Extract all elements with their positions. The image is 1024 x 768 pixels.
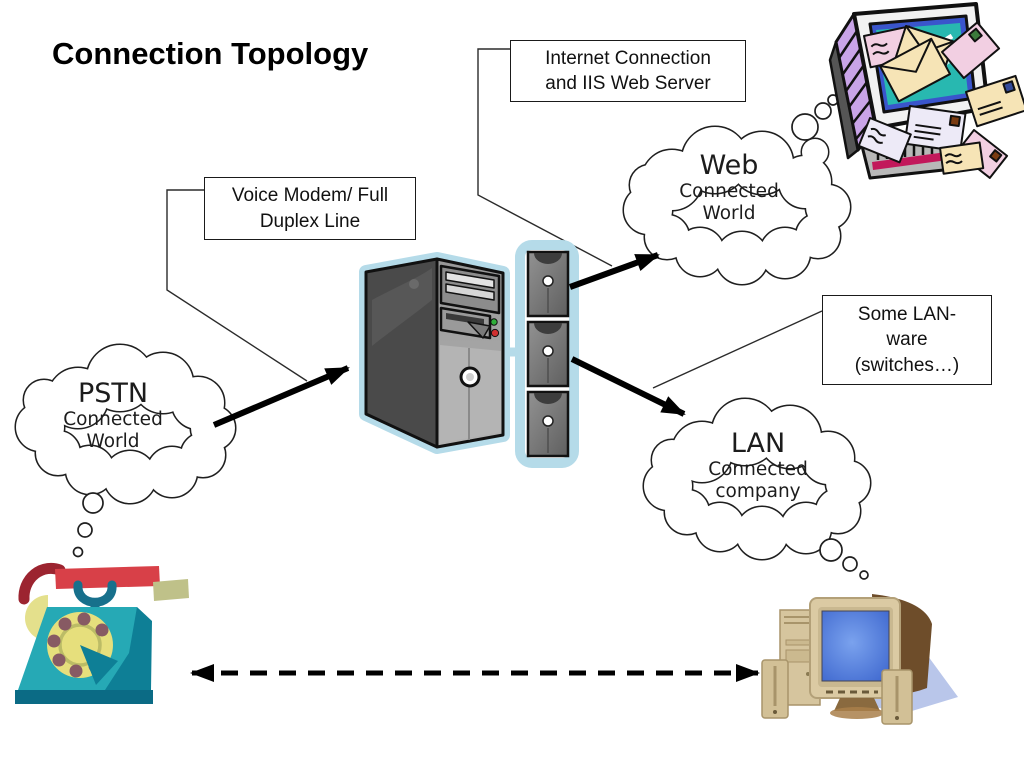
- web-cloud-sub2: World: [702, 202, 756, 224]
- switch-unit-3: [526, 390, 570, 458]
- lan-thought-trail: [819, 538, 869, 580]
- pstn-cloud-sub1: Connected: [63, 409, 163, 431]
- switch-stack-icon: [515, 240, 579, 468]
- pstn-cloud-label: PSTN Connected World: [63, 378, 163, 453]
- internet-callout-box: Internet Connection and IIS Web Server: [510, 40, 746, 102]
- voice-callout-line1: Voice Modem/ Full: [231, 185, 389, 207]
- switch-to-web-arrow: [568, 252, 660, 290]
- rotary-dial: [47, 612, 118, 685]
- switch-unit-1: [526, 250, 570, 318]
- lan-cloud-label: LAN Connected company: [708, 428, 808, 503]
- pstn-to-server-arrow: [212, 365, 350, 428]
- pstn-cloud-sub2: World: [86, 430, 140, 452]
- voice-callout-line: [166, 189, 308, 382]
- page-title: Connection Topology: [52, 36, 369, 71]
- internet-callout-line: [477, 48, 613, 267]
- web-thought-trail: [791, 94, 839, 141]
- lanware-callout-line3: (switches…): [854, 354, 960, 376]
- switch-unit-2: [526, 320, 570, 388]
- internet-callout-line2: and IIS Web Server: [545, 73, 711, 94]
- desktop-computer-icon: [761, 594, 958, 725]
- web-cloud-label: Web Connected World: [679, 150, 779, 225]
- lan-cloud-sub2: company: [715, 480, 801, 502]
- envelopes: [857, 21, 1024, 179]
- lan-cloud-sub1: Connected: [708, 459, 808, 481]
- lanware-callout-line: [652, 310, 823, 389]
- web-cloud-title: Web: [699, 150, 759, 181]
- web-cloud-sub1: Connected: [679, 181, 779, 203]
- voice-modem-callout-box: Voice Modem/ Full Duplex Line: [204, 177, 416, 240]
- server-tower-icon: [359, 252, 510, 454]
- lanware-callout-line1: Some LAN-: [857, 303, 957, 325]
- lanware-callout-line2: ware: [886, 329, 928, 351]
- mail-computer-icon: [828, 2, 1024, 180]
- voice-callout-line2: Duplex Line: [259, 210, 361, 232]
- pstn-cloud-title: PSTN: [77, 378, 149, 409]
- internet-callout-line1: Internet Connection: [545, 47, 711, 69]
- lanware-callout-box: Some LAN- ware (switches…): [822, 295, 992, 385]
- rotary-phone-icon: [15, 562, 189, 704]
- lan-cloud-title: LAN: [730, 428, 786, 459]
- switch-to-lan-arrow: [570, 356, 686, 417]
- pstn-thought-trail: [72, 492, 104, 558]
